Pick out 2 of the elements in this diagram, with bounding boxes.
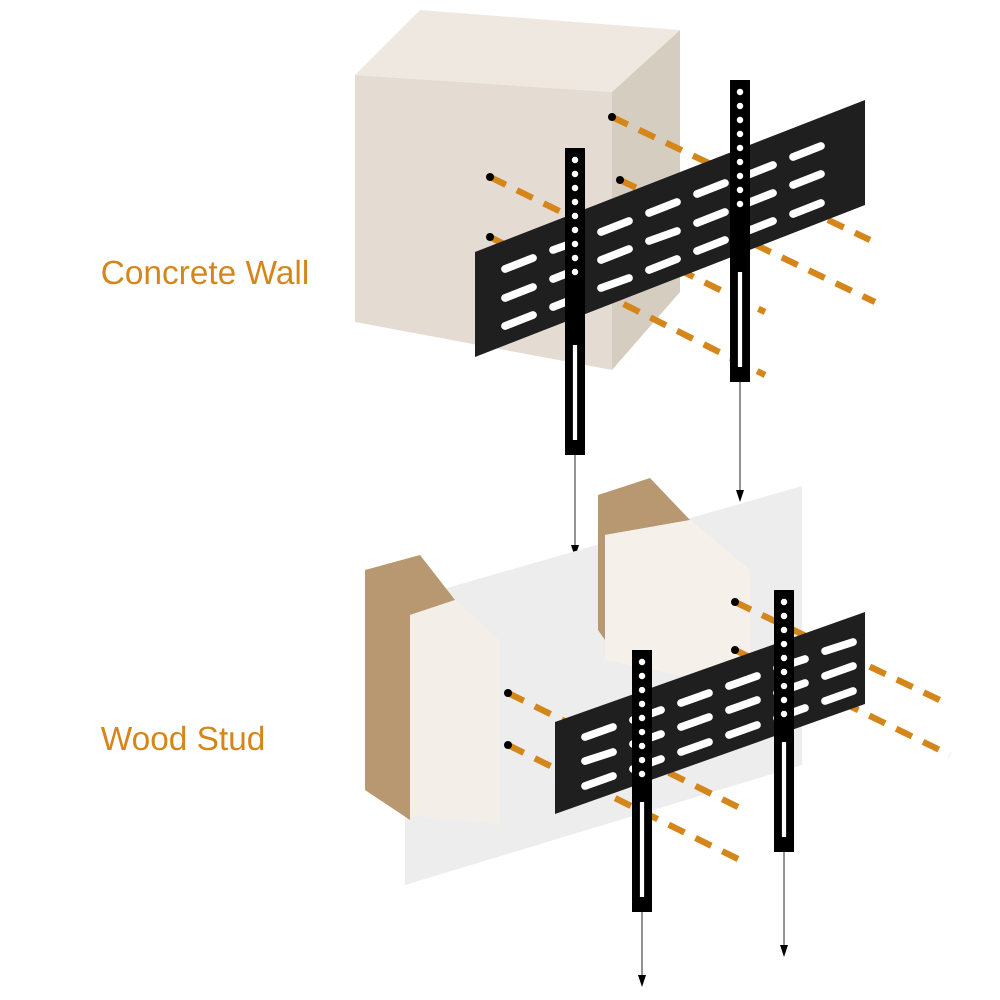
wall-type-label: Concrete Wall [102, 260, 307, 284]
wall-type-label: Wood Stud [100, 726, 264, 750]
